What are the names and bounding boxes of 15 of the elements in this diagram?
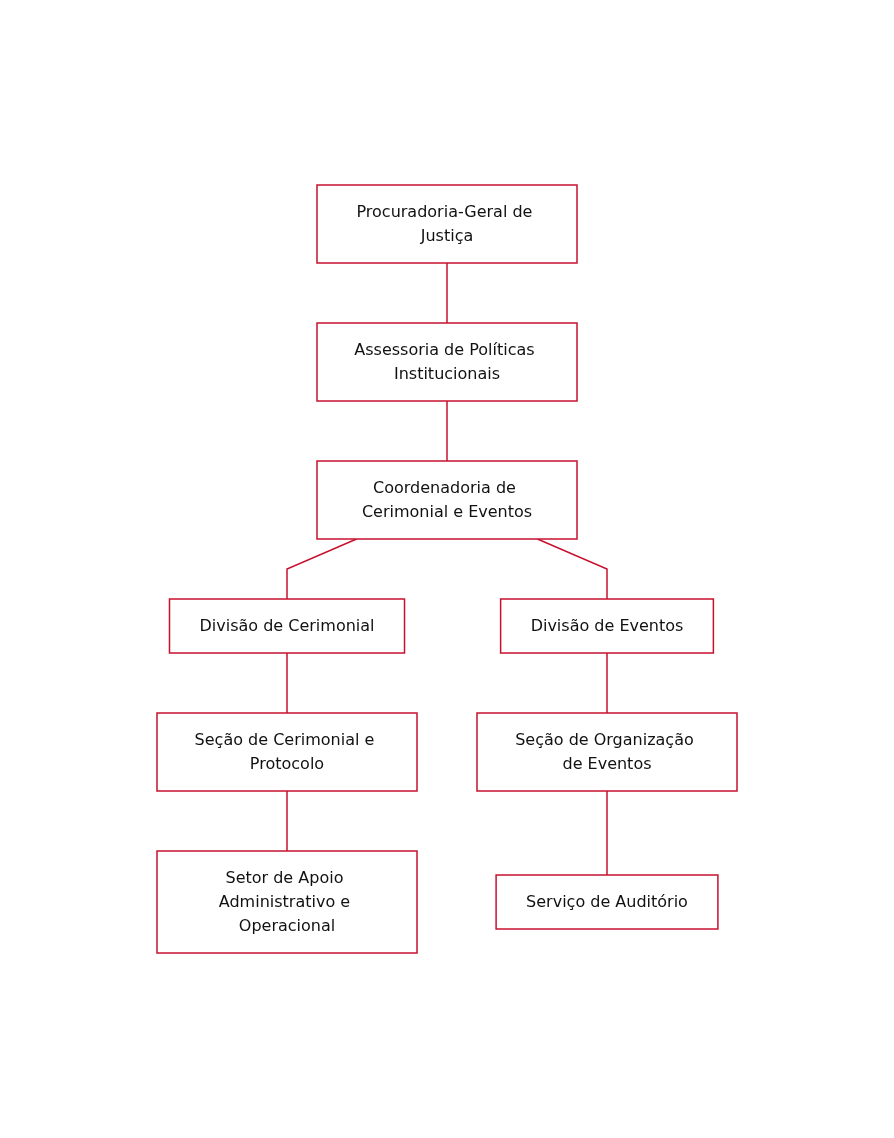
node-box: Assessoria de Políticas Institucionais — [316, 322, 578, 402]
connector — [606, 652, 608, 714]
node-box: Divisão de Cerimonial — [168, 598, 406, 654]
connector — [286, 790, 288, 852]
node-box: Divisão de Eventos — [499, 598, 715, 654]
connector — [606, 790, 608, 876]
node-box: Procuradoria-Geral de Justiça — [316, 184, 578, 264]
connector — [286, 652, 288, 714]
node-box: Seção de Organização de Eventos — [476, 712, 738, 792]
node-box: Seção de Cerimonial e Protocolo — [156, 712, 418, 792]
node-box: Coordenadoria de Cerimonial e Eventos — [316, 460, 578, 540]
connector — [446, 400, 448, 462]
connector — [446, 262, 448, 324]
node-box: Setor de Apoio Administrativo e Operacional — [156, 850, 418, 954]
node-box: Serviço de Auditório — [495, 874, 719, 930]
